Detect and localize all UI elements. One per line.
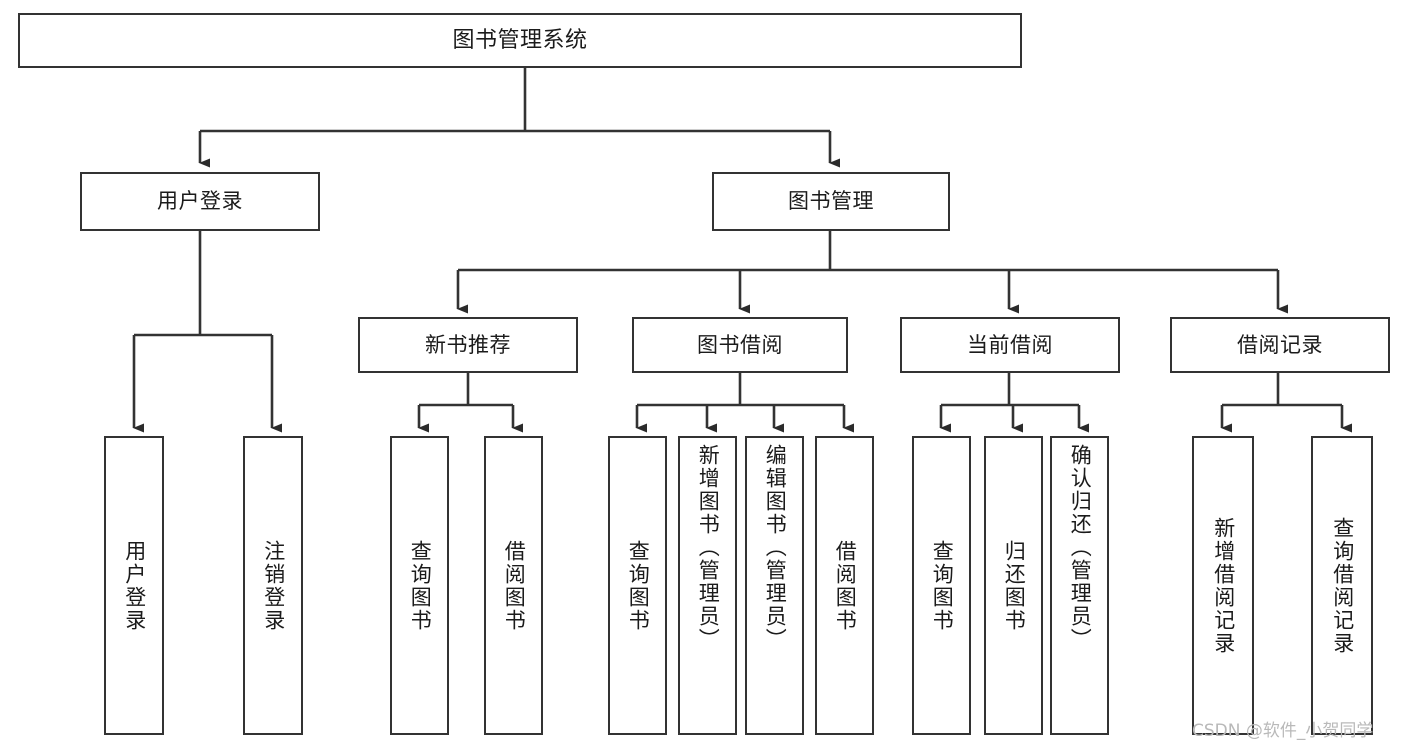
node-user-login[interactable]: 用户登录 xyxy=(80,172,320,231)
leaf-confirm-return[interactable]: 确认归还（管理员） xyxy=(1050,436,1109,735)
node-label: 查询图书 xyxy=(408,539,433,632)
node-label: 借阅记录 xyxy=(1237,332,1323,357)
leaf-borrow-book[interactable]: 借阅图书 xyxy=(815,436,874,735)
node-label: 查询图书 xyxy=(626,539,651,632)
node-label: 查询图书 xyxy=(930,539,955,632)
leaf-user-login[interactable]: 用户登录 xyxy=(104,436,164,735)
node-root-system[interactable]: 图书管理系统 xyxy=(18,13,1022,68)
node-label: 注销登录 xyxy=(261,539,286,632)
node-label: 用户登录 xyxy=(157,189,243,214)
node-label: 图书管理 xyxy=(788,189,874,214)
leaf-query-book-recommend[interactable]: 查询图书 xyxy=(390,436,449,735)
node-label: 归还图书 xyxy=(1002,539,1027,632)
leaf-add-borrow-record[interactable]: 新增借阅记录 xyxy=(1192,436,1254,735)
node-label: 查询借阅记录 xyxy=(1330,516,1355,655)
leaf-query-book-current[interactable]: 查询图书 xyxy=(912,436,971,735)
node-label: 当前借阅 xyxy=(967,332,1053,357)
leaf-borrow-book-recommend[interactable]: 借阅图书 xyxy=(484,436,543,735)
leaf-return-book[interactable]: 归还图书 xyxy=(984,436,1043,735)
node-label: 编辑图书（管理员） xyxy=(763,444,788,651)
leaf-add-book[interactable]: 新增图书（管理员） xyxy=(678,436,737,735)
node-book-manage[interactable]: 图书管理 xyxy=(712,172,950,231)
node-label: 图书借阅 xyxy=(697,332,783,357)
node-label: 新书推荐 xyxy=(425,332,511,357)
leaf-query-borrow-record[interactable]: 查询借阅记录 xyxy=(1311,436,1373,735)
node-label: 图书管理系统 xyxy=(452,27,588,53)
node-label: 新增借阅记录 xyxy=(1211,516,1236,655)
node-label: 用户登录 xyxy=(122,539,147,632)
leaf-query-book-borrow[interactable]: 查询图书 xyxy=(608,436,667,735)
node-label: 确认归还（管理员） xyxy=(1068,444,1093,651)
leaf-edit-book[interactable]: 编辑图书（管理员） xyxy=(745,436,804,735)
node-borrow-record[interactable]: 借阅记录 xyxy=(1170,317,1390,373)
csdn-watermark: CSDN @软件_小贺同学 xyxy=(1192,721,1374,741)
node-book-borrow[interactable]: 图书借阅 xyxy=(632,317,848,373)
node-label: 借阅图书 xyxy=(502,539,527,632)
node-label: 新增图书（管理员） xyxy=(696,444,721,651)
node-current-borrow[interactable]: 当前借阅 xyxy=(900,317,1120,373)
node-label: 借阅图书 xyxy=(833,539,858,632)
leaf-logout-login[interactable]: 注销登录 xyxy=(243,436,303,735)
node-new-book-recommend[interactable]: 新书推荐 xyxy=(358,317,578,373)
